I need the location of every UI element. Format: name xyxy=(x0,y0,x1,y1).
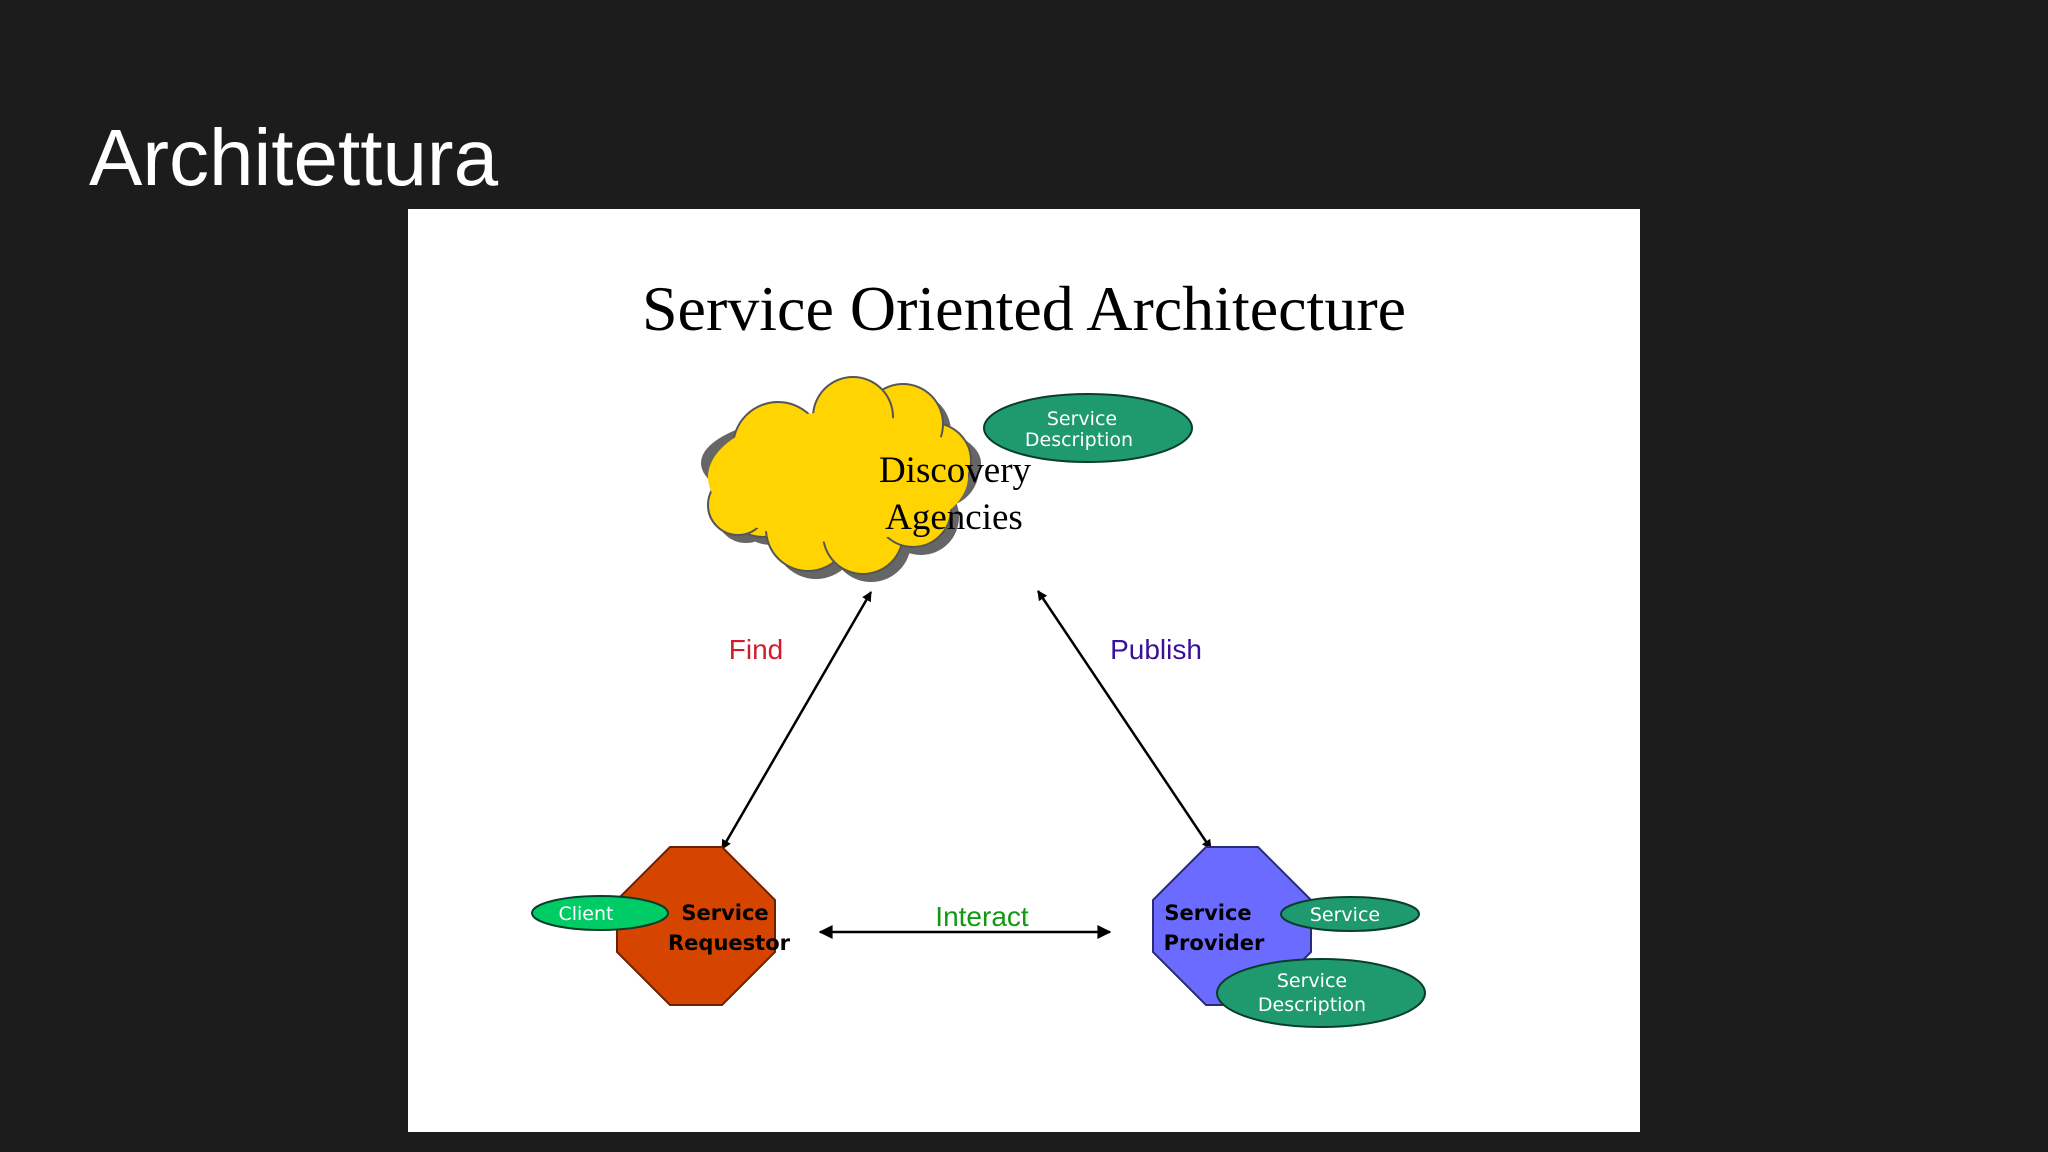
requestor-label-line2: Requestor xyxy=(668,931,791,955)
cloud-fill xyxy=(708,412,968,542)
publish-arrow xyxy=(1036,590,1213,850)
provider-badge-line1: Service xyxy=(1277,970,1347,992)
service-requestor-node: Service Requestor xyxy=(616,846,791,1006)
provider-label-line1: Service xyxy=(1164,901,1251,925)
client-label: Client xyxy=(558,903,613,925)
diagram-title: Service Oriented Architecture xyxy=(642,273,1406,344)
discovery-badge-line1: Service xyxy=(1047,408,1117,430)
service-label: Service xyxy=(1310,904,1380,926)
discovery-service-description-badge: Service Description xyxy=(983,393,1193,463)
provider-service-description-badge: Service Description xyxy=(1216,958,1426,1028)
soa-diagram-canvas: Service Oriented Architecture xyxy=(531,273,1426,1028)
soa-diagram: Service Oriented Architecture xyxy=(408,209,1640,1132)
service-badge: Service xyxy=(1280,896,1420,932)
client-badge: Client xyxy=(531,895,669,931)
interact-label: Interact xyxy=(935,901,1029,932)
discovery-agencies-cloud: Discovery Agencies xyxy=(701,376,1032,582)
discovery-label-line1: Discovery xyxy=(879,450,1032,491)
find-label: Find xyxy=(729,634,783,665)
discovery-badge-line2: Description xyxy=(1025,429,1133,451)
requestor-label-line1: Service xyxy=(681,901,768,925)
slide-title: Architettura xyxy=(89,113,499,202)
provider-badge-line2: Description xyxy=(1258,994,1366,1016)
publish-label: Publish xyxy=(1110,634,1202,665)
discovery-label-line2: Agencies xyxy=(885,497,1023,538)
find-arrow xyxy=(720,591,873,850)
provider-label-line2: Provider xyxy=(1164,931,1265,955)
